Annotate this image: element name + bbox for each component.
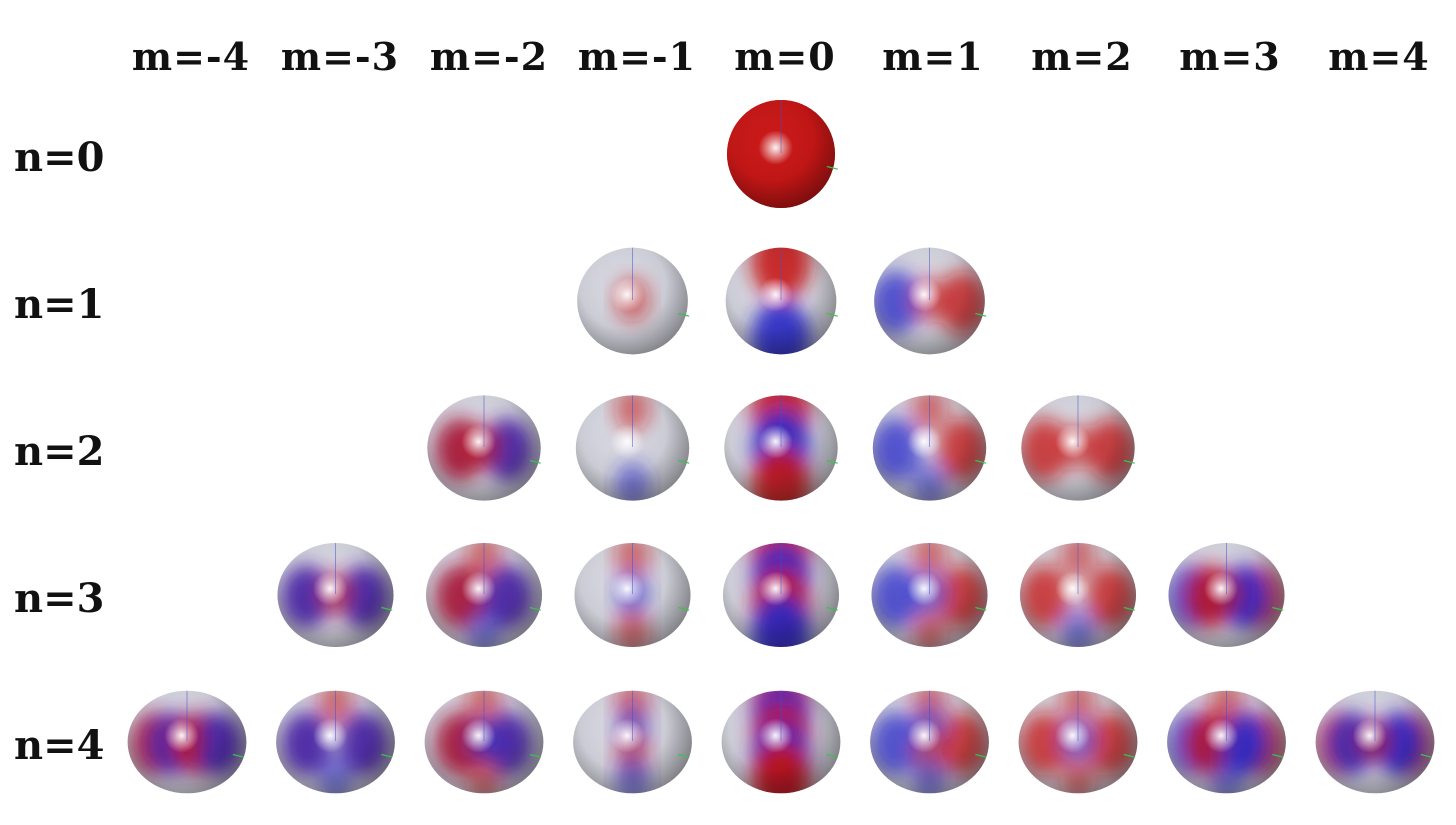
column-label-m-minus-3: m=-3	[280, 34, 400, 79]
column-label-m-2: m=2	[1031, 34, 1133, 79]
row-label-n-2: n=2	[14, 428, 105, 475]
harmonic-sphere-n3-m-3	[277, 543, 394, 647]
harmonic-sphere-n1-m1	[874, 247, 987, 355]
harmonic-sphere-n2-m-2	[427, 395, 541, 501]
harmonic-sphere-n4-m-1	[573, 690, 692, 794]
column-label-m-minus-2: m=-2	[429, 34, 549, 79]
harmonic-sphere-n3-m1	[871, 543, 988, 647]
harmonic-sphere-n4-m1	[870, 690, 989, 794]
harmonic-sphere-n2-m1	[872, 395, 987, 501]
row-label-n-4: n=4	[14, 722, 105, 769]
column-label-m-0: m=0	[734, 34, 836, 79]
harmonic-sphere-n3-m2	[1019, 543, 1137, 647]
harmonic-sphere-n1-m-1	[577, 247, 690, 355]
harmonic-sphere-n3-m3	[1168, 543, 1285, 647]
harmonic-sphere-n3-m-1	[574, 543, 691, 647]
column-label-m-minus-4: m=-4	[131, 34, 251, 79]
harmonic-sphere-n3-m-2	[425, 543, 543, 647]
harmonic-sphere-n4-m0	[721, 690, 841, 794]
harmonic-sphere-n1-m0	[725, 247, 838, 355]
row-label-n-1: n=1	[14, 281, 105, 328]
row-label-n-0: n=0	[14, 134, 105, 181]
harmonic-sphere-n2-m0	[724, 395, 838, 501]
column-label-m-minus-1: m=-1	[577, 34, 697, 79]
harmonic-sphere-n2-m2	[1021, 395, 1135, 501]
harmonic-sphere-n4-m-4	[127, 690, 247, 794]
harmonic-sphere-n4-m4	[1315, 690, 1435, 794]
row-label-n-3: n=3	[14, 575, 105, 622]
column-label-m-4: m=4	[1328, 34, 1430, 79]
harmonic-sphere-n4-m-2	[424, 690, 544, 794]
harmonic-sphere-n3-m0	[722, 543, 840, 647]
harmonic-sphere-n4-m-3	[276, 690, 395, 794]
harmonic-sphere-n4-m2	[1018, 690, 1138, 794]
harmonic-sphere-n4-m3	[1167, 690, 1286, 794]
column-label-m-3: m=3	[1179, 34, 1281, 79]
harmonic-sphere-n0-m0	[727, 100, 838, 208]
column-label-m-1: m=1	[882, 34, 984, 79]
harmonic-sphere-n2-m-1	[575, 395, 690, 501]
